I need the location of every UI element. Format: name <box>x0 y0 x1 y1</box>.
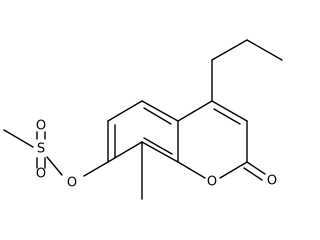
bond-s-methyl <box>3 129 34 148</box>
bond-c5-c4a <box>141 100 179 122</box>
atom-oxygen-sulfonyl-bottom-label: O <box>36 167 46 182</box>
bond-c8a-c8 <box>141 141 179 163</box>
mesylate-group <box>3 129 109 177</box>
bond-o1-c8a <box>177 161 206 179</box>
bond-c6-c5 <box>107 100 143 122</box>
bond-c2-o1 <box>219 161 248 179</box>
atom-oxygen-carbonyl-label: O <box>267 174 277 189</box>
atom-oxygen-ester-label: O <box>67 176 77 191</box>
structural-formula: S O O O O O <box>3 39 283 200</box>
bond-c2prime-c3prime <box>246 39 283 61</box>
bond-c7-o-ester <box>83 161 109 177</box>
bond-c8-c7 <box>107 141 143 163</box>
bond-double-c8a-c8-inner <box>143 137 173 155</box>
carbonyl-group <box>243 161 266 181</box>
bond-c1prime-c2prime <box>211 39 248 61</box>
bond-c4a-c4 <box>177 100 213 122</box>
propyl-chain <box>211 39 283 102</box>
bond-double-c5-c4a-inner <box>143 107 172 125</box>
atom-oxygen-ring-label: O <box>207 175 217 190</box>
benzene-ring <box>107 100 179 163</box>
bond-double-c4-c3-inner <box>213 108 241 125</box>
bond-c2-o-carbonyl <box>246 161 266 175</box>
bond-c4-c3 <box>211 100 248 122</box>
atom-oxygen-sulfonyl-top-label: O <box>36 119 46 134</box>
bond-c2-o-carbonyl-double <box>243 167 263 181</box>
atom-sulfur-label: S <box>37 142 45 157</box>
bond-o-ester-s <box>46 156 63 176</box>
pyranone-ring <box>177 100 248 179</box>
